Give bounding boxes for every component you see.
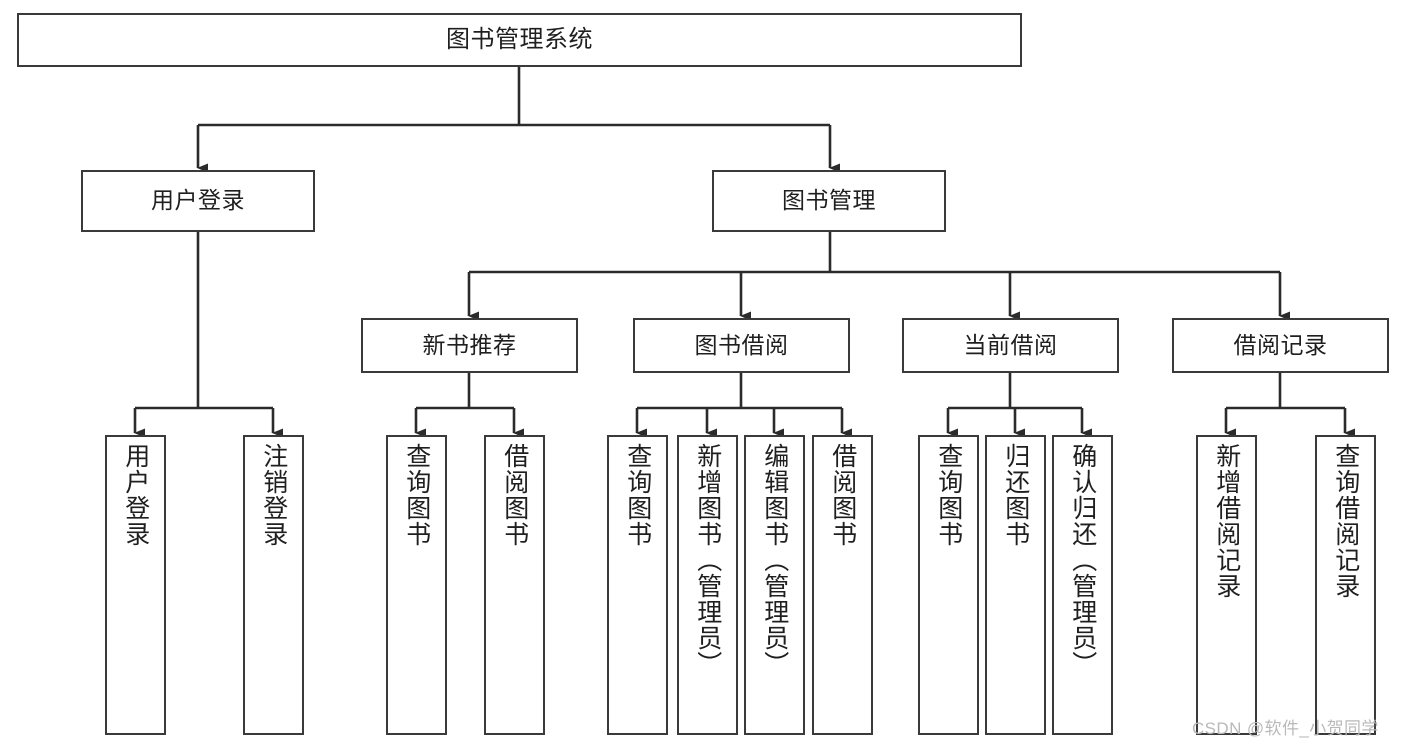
leaf-confirm-return-admin[interactable]: 确认归还（管理员） xyxy=(1052,435,1113,735)
leaf-query-borrow-record[interactable]: 查询借阅记录 xyxy=(1315,435,1376,735)
leaf-add-borrow-record[interactable]: 新增借阅记录 xyxy=(1196,435,1257,735)
node-borrow-records[interactable]: 借阅记录 xyxy=(1172,318,1389,373)
node-label: 查询借阅记录 xyxy=(1331,443,1360,599)
node-label: 图书借阅 xyxy=(694,331,789,358)
leaf-edit-book-admin[interactable]: 编辑图书（管理员） xyxy=(744,435,805,735)
node-label: 借阅图书 xyxy=(500,443,529,547)
node-label: 新书推荐 xyxy=(422,331,517,358)
leaf-query-book-new[interactable]: 查询图书 xyxy=(386,435,447,735)
leaf-user-login[interactable]: 用户登录 xyxy=(105,435,166,735)
node-label: 查询图书 xyxy=(934,443,963,547)
leaf-borrow-book[interactable]: 借阅图书 xyxy=(812,435,873,735)
node-book-borrow[interactable]: 图书借阅 xyxy=(633,318,850,373)
node-label: 借阅图书 xyxy=(828,443,857,547)
leaf-add-book-admin[interactable]: 新增图书（管理员） xyxy=(677,435,738,735)
node-book-management[interactable]: 图书管理 xyxy=(712,170,946,232)
node-label: 查询图书 xyxy=(402,443,431,547)
node-current-borrow[interactable]: 当前借阅 xyxy=(902,318,1119,373)
watermark: CSDN @软件_小贺同学 xyxy=(1192,719,1379,738)
node-label: 注销登录 xyxy=(259,443,288,547)
node-new-book-recommend[interactable]: 新书推荐 xyxy=(361,318,578,373)
node-label: 用户登录 xyxy=(151,187,245,214)
node-label: 当前借阅 xyxy=(963,331,1058,358)
leaf-borrow-book-new[interactable]: 借阅图书 xyxy=(484,435,545,735)
node-label: 图书管理系统 xyxy=(446,25,593,53)
node-label: 图书管理 xyxy=(782,187,876,214)
node-label: 查询图书 xyxy=(623,443,652,547)
node-label: 借阅记录 xyxy=(1233,331,1328,358)
leaf-logout[interactable]: 注销登录 xyxy=(243,435,304,735)
node-root-system[interactable]: 图书管理系统 xyxy=(17,13,1022,67)
node-label: 用户登录 xyxy=(121,443,150,547)
node-label: 新增借阅记录 xyxy=(1212,443,1241,599)
node-label: 新增图书（管理员） xyxy=(693,443,722,677)
node-label: 确认归还（管理员） xyxy=(1068,443,1097,677)
leaf-return-book[interactable]: 归还图书 xyxy=(985,435,1046,735)
node-label: 编辑图书（管理员） xyxy=(760,443,789,677)
leaf-query-book-current[interactable]: 查询图书 xyxy=(918,435,979,735)
node-user-login[interactable]: 用户登录 xyxy=(81,170,315,232)
node-label: 归还图书 xyxy=(1001,443,1030,547)
leaf-query-book-borrow[interactable]: 查询图书 xyxy=(607,435,668,735)
